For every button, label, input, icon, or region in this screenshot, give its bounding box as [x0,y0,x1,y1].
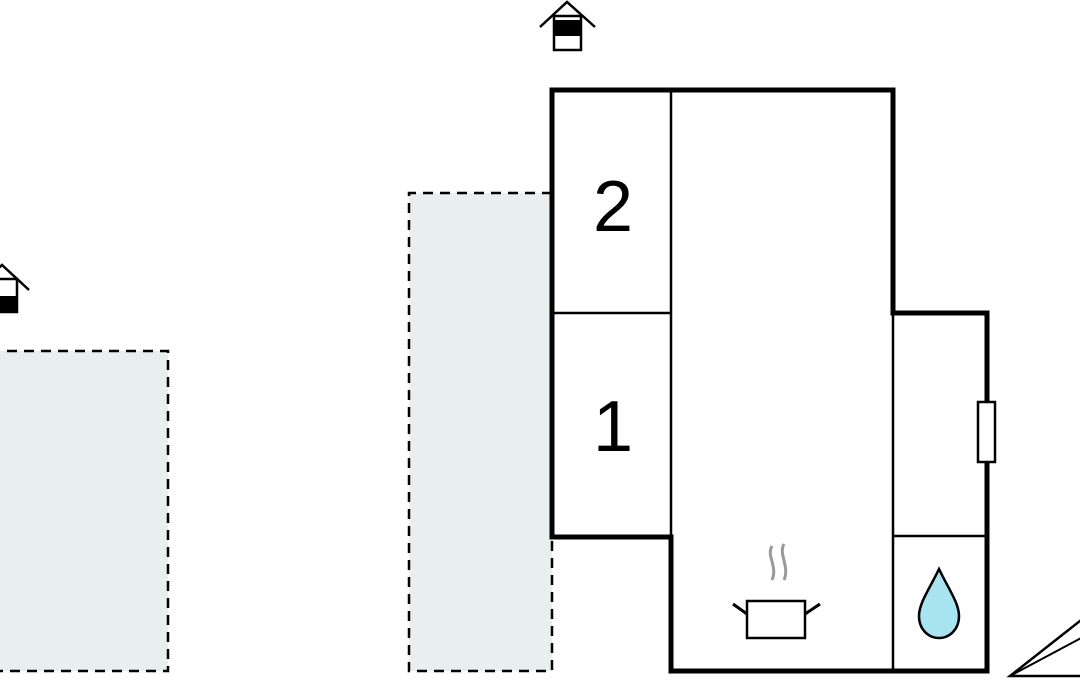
house-entrance-icon [0,263,30,314]
house-entrance-icon [539,0,596,52]
room-2-label: 2 [593,167,633,247]
north-arrow-icon [1006,619,1080,678]
terrace-middle [407,191,554,673]
exterior-walls [549,87,990,674]
terrace-left [0,349,170,673]
room-1-label: 1 [593,387,633,467]
interior-walls [552,90,987,671]
water-drop-icon [917,566,961,640]
cooking-pot-icon [732,543,821,640]
window-icon [976,400,997,464]
